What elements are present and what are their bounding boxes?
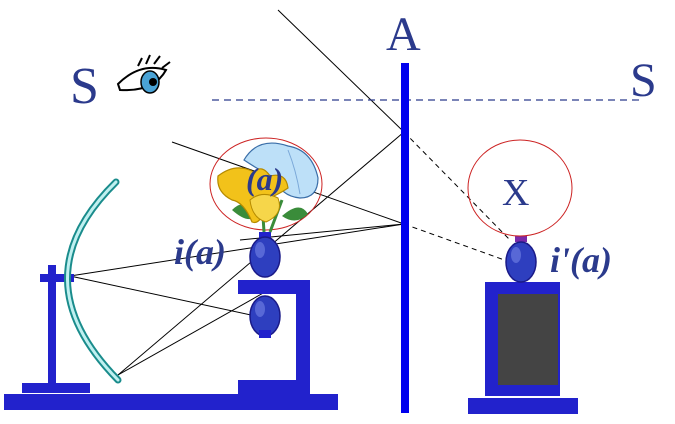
screen-label: A [386, 8, 421, 61]
eye-icon [116, 54, 171, 94]
left-base [4, 394, 338, 410]
object-label: (a) [246, 161, 283, 197]
unknown-label: X [502, 172, 529, 214]
virtual-ray-2 [403, 223, 511, 263]
right-base [468, 398, 578, 414]
mirror-stand [22, 265, 90, 393]
screen-pole [401, 63, 409, 413]
virtual-image-label: i'(a) [550, 240, 612, 280]
observer-label-left: S [70, 58, 99, 115]
ray-mirror-1 [69, 223, 405, 277]
ray-mirror-4 [117, 291, 266, 376]
virtual-rays [403, 131, 511, 263]
flower-icon [209, 137, 323, 233]
right-stand [485, 282, 560, 396]
ray-top-incident [277, 9, 405, 133]
left-vase [249, 232, 281, 338]
observer-label-right: S [630, 54, 657, 107]
virtual-ray-1 [403, 131, 511, 241]
ray-mirror-2 [69, 275, 266, 319]
unknown-circle [467, 139, 573, 237]
right-vase [505, 236, 537, 283]
left-holder [238, 280, 310, 394]
real-image-label: i(a) [174, 232, 226, 272]
